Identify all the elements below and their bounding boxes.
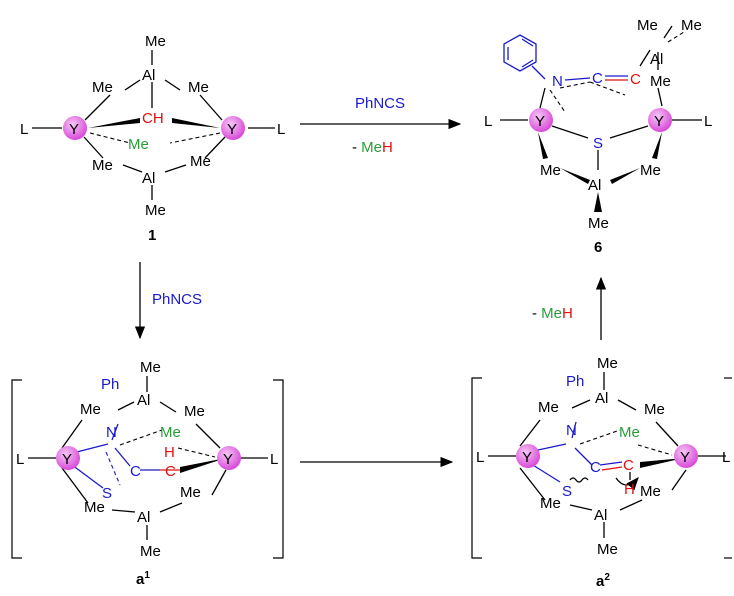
top-reaction-arrow: PhNCS - MeH bbox=[300, 95, 462, 156]
atom-label: Y bbox=[62, 451, 72, 468]
atom-label-me-green: Me bbox=[619, 424, 640, 441]
atom-label: Me bbox=[640, 483, 661, 500]
atom-label: Me bbox=[644, 401, 665, 418]
atom-label: Al bbox=[142, 170, 155, 187]
atom-label: Al bbox=[137, 392, 150, 409]
atom-label: Me bbox=[140, 359, 161, 376]
atom-label: Me bbox=[538, 399, 559, 416]
atom-label: Me bbox=[650, 73, 671, 90]
atom-label: Me bbox=[190, 153, 211, 170]
yttrium-sphere-left bbox=[63, 116, 87, 140]
atom-label-c: C bbox=[590, 459, 601, 476]
atom-label-s: S bbox=[562, 483, 572, 500]
atom-label: Me bbox=[145, 202, 166, 219]
compound-label-a1: a1 bbox=[136, 570, 150, 588]
atom-label-n: N bbox=[552, 73, 563, 90]
atom-label: Me bbox=[597, 355, 618, 372]
atom-label: Al bbox=[137, 509, 150, 526]
atom-label: Me bbox=[140, 543, 161, 560]
atom-label-s: S bbox=[102, 485, 112, 502]
compound-1: Me Al Me Me CH Me Y Y L L Me Me Al Me 1 bbox=[20, 33, 285, 244]
atom-label-me-green: Me bbox=[160, 424, 181, 441]
atom-label: Al bbox=[595, 390, 608, 407]
atom-label: L bbox=[704, 113, 712, 130]
atom-label-n: N bbox=[106, 424, 117, 441]
atom-label: Y bbox=[522, 449, 532, 466]
atom-label: Me bbox=[597, 541, 618, 558]
atom-label: Me bbox=[92, 79, 113, 96]
intermediate-a2: Me Ph Al Me Me N Me Y Y L L C C H S Me M… bbox=[471, 355, 732, 590]
wavy-bond-cleavage-mark bbox=[569, 477, 589, 483]
atom-label: Me bbox=[80, 401, 101, 418]
atom-label: Me bbox=[145, 33, 166, 50]
curved-arrow bbox=[615, 477, 639, 491]
compound-label-1: 1 bbox=[148, 227, 156, 244]
atom-label: L bbox=[484, 113, 492, 130]
yttrium-sphere-left bbox=[516, 444, 540, 468]
atom-label: Al bbox=[650, 51, 663, 68]
yttrium-sphere-right bbox=[648, 108, 672, 132]
atom-label-c-red: C bbox=[165, 463, 176, 480]
atom-label: Y bbox=[223, 451, 233, 468]
atom-label: Me bbox=[180, 484, 201, 501]
atom-label: Me bbox=[588, 215, 609, 232]
byproduct-label: - MeH bbox=[532, 305, 573, 322]
down-reaction-arrow: PhNCS bbox=[134, 262, 202, 340]
intermediate-a1: Me Ph Al Me Me N Me H Y Y L L C C S Me M… bbox=[11, 359, 284, 588]
atom-label: Y bbox=[69, 121, 79, 138]
atom-label-s: S bbox=[593, 135, 603, 152]
atom-label: Me bbox=[188, 79, 209, 96]
atom-label-c: C bbox=[592, 70, 603, 87]
atom-label: L bbox=[16, 451, 24, 468]
atom-label: Me bbox=[92, 157, 113, 174]
atom-label-c-red: C bbox=[623, 457, 634, 474]
reagent-label: PhNCS bbox=[152, 291, 202, 308]
atom-label: Y bbox=[680, 449, 690, 466]
yttrium-sphere-right bbox=[674, 444, 698, 468]
atom-label: Al bbox=[142, 67, 155, 84]
atom-label: Al bbox=[588, 177, 601, 194]
yttrium-sphere-right bbox=[221, 116, 245, 140]
atom-label-h: H bbox=[624, 481, 635, 498]
atom-label: Y bbox=[227, 121, 237, 138]
atom-label-c-red: C bbox=[630, 71, 641, 88]
atom-label-h: H bbox=[164, 444, 175, 461]
byproduct-label: - MeH bbox=[352, 139, 393, 156]
atom-label: Me bbox=[637, 17, 658, 34]
compound-label-a2: a2 bbox=[596, 572, 610, 590]
atom-label: Me bbox=[640, 162, 661, 179]
atom-label-c: C bbox=[130, 463, 141, 480]
yttrium-sphere-right bbox=[217, 446, 241, 470]
atom-label: Me bbox=[681, 17, 702, 34]
up-reaction-arrow: - MeH bbox=[532, 276, 607, 340]
compound-6: Me Me Al Me N C C Y Y L L S Me Me Al Me … bbox=[484, 17, 712, 256]
atom-label: Me bbox=[84, 499, 105, 516]
compound-label-6: 6 bbox=[594, 239, 602, 256]
atom-label: Me bbox=[540, 495, 561, 512]
atom-label-ph: Ph bbox=[101, 376, 119, 393]
atom-label: Al bbox=[594, 507, 607, 524]
yttrium-sphere-left bbox=[529, 108, 553, 132]
yttrium-sphere-left bbox=[56, 446, 80, 470]
atom-label: L bbox=[722, 449, 730, 466]
atom-label-n: N bbox=[566, 422, 577, 439]
atom-label-ch: CH bbox=[142, 110, 164, 127]
atom-label: L bbox=[277, 121, 285, 138]
atom-label: Me bbox=[184, 403, 205, 420]
atom-label: Y bbox=[654, 113, 664, 130]
atom-label: L bbox=[476, 449, 484, 466]
atom-label: Y bbox=[535, 113, 545, 130]
reagent-label: PhNCS bbox=[355, 95, 405, 112]
atom-label-me-green: Me bbox=[128, 136, 149, 153]
atom-label-ph: Ph bbox=[566, 373, 584, 390]
atom-label: Me bbox=[540, 162, 561, 179]
atom-label: L bbox=[20, 121, 28, 138]
atom-label: L bbox=[270, 451, 278, 468]
